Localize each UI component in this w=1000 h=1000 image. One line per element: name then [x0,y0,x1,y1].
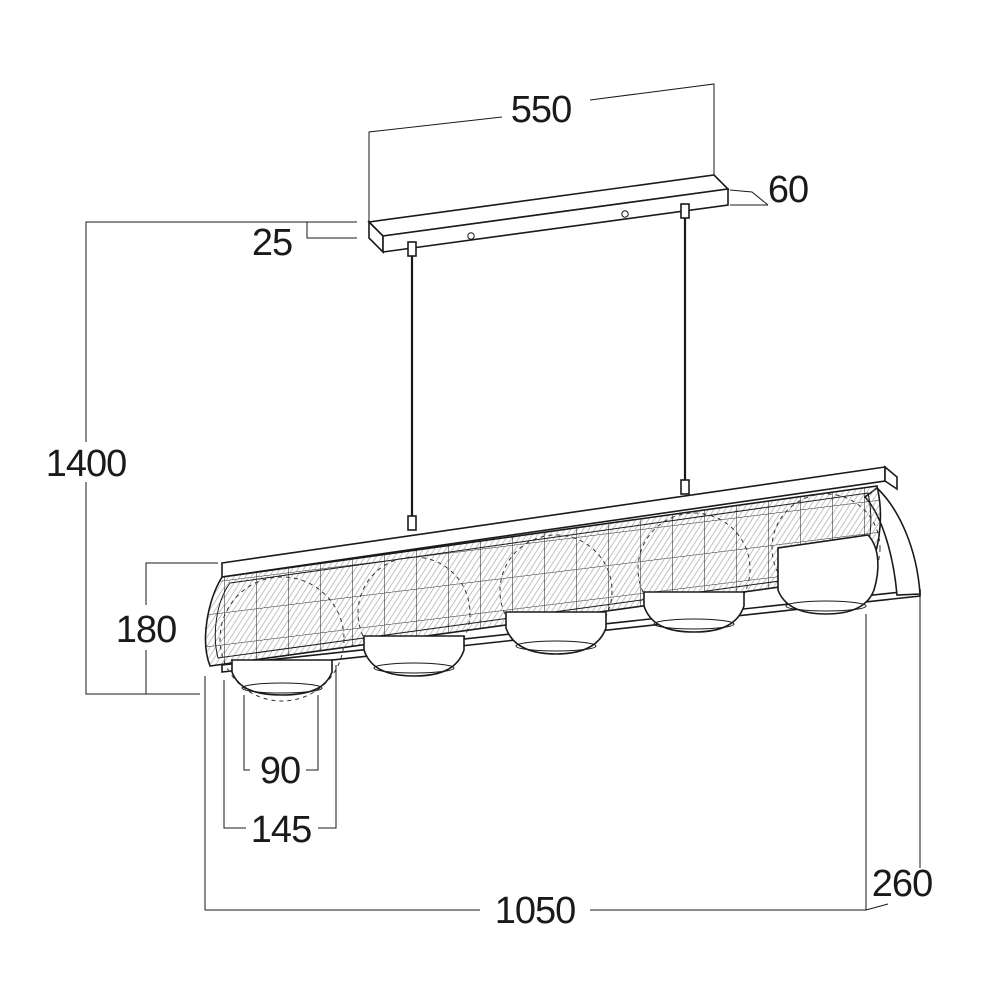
dim-body-depth: 260 [872,863,932,905]
dim-canopy-height: 60 [768,169,808,211]
dimension-labels: 550 60 25 1400 180 90 145 1050 260 [46,89,933,932]
suspension-cables [407,203,690,531]
ceiling-canopy [367,174,730,254]
shade-5 [777,534,879,615]
dim-body-height: 180 [116,609,176,651]
shade-1 [231,659,333,696]
glass-shades [231,534,879,696]
shade-2 [363,635,465,677]
dimension-lines [85,83,921,911]
shade-3 [505,611,607,655]
dim-canopy-thickness: 25 [252,222,292,264]
dim-shade-outer: 145 [251,809,311,851]
dim-overall-length: 1050 [495,890,576,932]
dim-overall-height: 1400 [46,443,127,485]
dim-canopy-length: 550 [511,89,571,131]
dim-shade-inner: 90 [260,750,300,792]
shade-4 [643,591,745,633]
